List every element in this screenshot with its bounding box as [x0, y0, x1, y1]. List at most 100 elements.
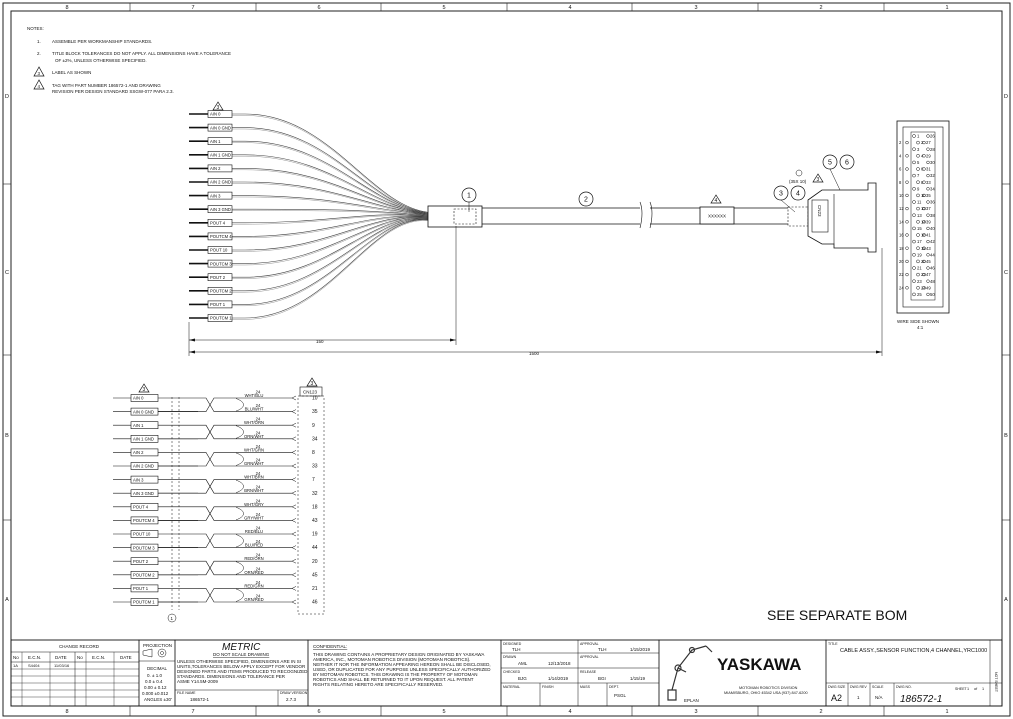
- pin-icon: [922, 167, 926, 171]
- pin-label-right: 50: [930, 292, 935, 297]
- pin-icon: [926, 147, 930, 151]
- wire-color: RED/GRN: [244, 583, 263, 588]
- schematic-signal-label: AIN 1 GND: [133, 437, 154, 442]
- zone-col-top: 3: [694, 5, 697, 11]
- sjt-note: (35X 10): [789, 179, 807, 184]
- pin-icon: [912, 160, 916, 165]
- pin-callout-left: 18: [899, 246, 904, 251]
- wire-label-box: [207, 110, 233, 118]
- projection-title: PROJECTION: [143, 643, 172, 648]
- drawing-number: 186572-1: [900, 694, 942, 705]
- svg-text:No: No: [13, 655, 19, 660]
- wire-gauge: 24: [256, 512, 261, 517]
- pin-label-left: 18: [921, 246, 926, 251]
- svg-text:DECIMAL: DECIMAL: [147, 666, 168, 671]
- wire-color: WHT/BLU: [245, 393, 264, 398]
- pin-label-right: 49: [926, 285, 931, 290]
- pin-arrow-icon: [291, 409, 297, 414]
- note-4-text: TAG WITH PART NUMBER 186572-1 AND DRAWIN…: [52, 83, 161, 88]
- svg-text:11/03/16: 11/03/16: [54, 663, 70, 668]
- svg-text:DEPT.: DEPT.: [609, 685, 619, 689]
- schematic-pin-number: 9: [312, 423, 315, 429]
- schematic-pin-number: 19: [312, 532, 318, 538]
- pin-icon: [912, 253, 916, 257]
- pin-icon: [916, 193, 920, 198]
- schematic-pin-number: 45: [312, 572, 318, 578]
- breakout-sleeve-inner: [453, 208, 477, 225]
- pin-label-left: 21: [917, 266, 922, 271]
- wire-label-box: [207, 205, 233, 213]
- svg-text:TLH: TLH: [512, 647, 521, 652]
- pin-arrow-icon: [291, 422, 297, 428]
- pin-label-left: 14: [921, 219, 926, 224]
- wire-color: BLU/WHT: [245, 407, 264, 412]
- note-4-num: 4: [38, 84, 41, 89]
- tag-flag-num: 4: [715, 198, 718, 204]
- svg-text:DWG REV: DWG REV: [850, 685, 867, 689]
- svg-text:PSGL: PSGL: [614, 693, 627, 698]
- pin-label-right: 34: [930, 186, 935, 191]
- pin-callout-left: 8: [899, 180, 902, 185]
- pin-label-right: 26: [930, 134, 935, 139]
- pin-label-right: 38: [930, 213, 935, 218]
- note-4-text2: REVISION PER DESIGN STANDARD SSGW-077 PA…: [52, 89, 174, 94]
- wire-color: ORN/RED: [244, 570, 263, 575]
- svg-text:DESIGNED PARTS AND ITEMS PRODU: DESIGNED PARTS AND ITEMS PRODUCED TO REC…: [177, 669, 308, 674]
- zone-row-right: A: [1004, 597, 1008, 603]
- small-balloon-icon: [795, 169, 803, 177]
- pin-icon: [922, 233, 926, 237]
- wire-label: POUT 1: [210, 302, 226, 307]
- connector-pinout: 1234567891011121314151617181920212223242…: [896, 120, 950, 330]
- svg-text:ASME Y14.5M-2009: ASME Y14.5M-2009: [177, 679, 218, 684]
- wire-label: POUTCM 4: [210, 234, 232, 239]
- pin-callout-left: 14: [899, 219, 904, 224]
- svg-text:TITLE: TITLE: [828, 642, 838, 646]
- svg-text:MATERIAL: MATERIAL: [503, 685, 520, 689]
- schematic-pin-number: 46: [312, 600, 318, 606]
- pin-label-right: 37: [926, 206, 931, 211]
- schematic-pin-number: 35: [312, 409, 318, 415]
- schematic-pin-number: 8: [312, 450, 315, 456]
- svg-text:THIS DRAWING CONTAINS A PROPRI: THIS DRAWING CONTAINS A PROPRIETARY DESI…: [313, 652, 484, 657]
- pin-callout-left: 10: [899, 193, 904, 198]
- pin-label-right: 45: [926, 259, 931, 264]
- svg-text:BJG: BJG: [518, 676, 527, 681]
- pin-icon: [916, 233, 920, 237]
- svg-text:USED, OR DUPLICATED FOR ANY PU: USED, OR DUPLICATED FOR ANY PURPOSE UNLE…: [313, 667, 491, 672]
- svg-text:DWG SIZE: DWG SIZE: [828, 685, 846, 689]
- svg-text:150: 150: [316, 339, 324, 344]
- pin-icon: [916, 259, 920, 264]
- zone-col-bottom: 4: [568, 709, 571, 715]
- svg-text:6: 6: [845, 160, 849, 167]
- schematic-signal-label: POUT 1: [133, 586, 149, 591]
- pin-icon: [916, 286, 920, 290]
- wire-label: POUT 2: [210, 275, 226, 280]
- pin-arrow-icon: [291, 558, 297, 564]
- pin-icon: [926, 279, 930, 283]
- fan-wire: POUTCM 1: [189, 219, 429, 322]
- drawing-title: CABLE ASSY.,SENSOR FUNCTION,4 CHANNEL,YR…: [840, 648, 987, 654]
- svg-text:1/15/19: 1/15/19: [630, 676, 646, 681]
- pin-arrow-icon: [291, 586, 297, 591]
- svg-text:SCALE: SCALE: [872, 685, 884, 689]
- wire-gauge: 24: [256, 498, 261, 503]
- note-4-flag-icon: [33, 79, 45, 90]
- zone-col-top: 6: [317, 5, 320, 11]
- wire-label: POUTCM 2: [210, 289, 232, 294]
- change-record-title: CHANGE RECORD: [59, 644, 100, 649]
- wire-gauge: 24: [256, 594, 261, 599]
- schematic-signal-label: POUT 4: [133, 505, 149, 510]
- pin-icon: [916, 140, 920, 145]
- wire-label: AIN 3: [210, 193, 221, 198]
- svg-text:S4404: S4404: [28, 663, 40, 668]
- svg-text:1500: 1500: [529, 351, 540, 356]
- wire-gauge: 24: [256, 390, 261, 395]
- schematic-signal-label: AIN 3: [133, 477, 144, 482]
